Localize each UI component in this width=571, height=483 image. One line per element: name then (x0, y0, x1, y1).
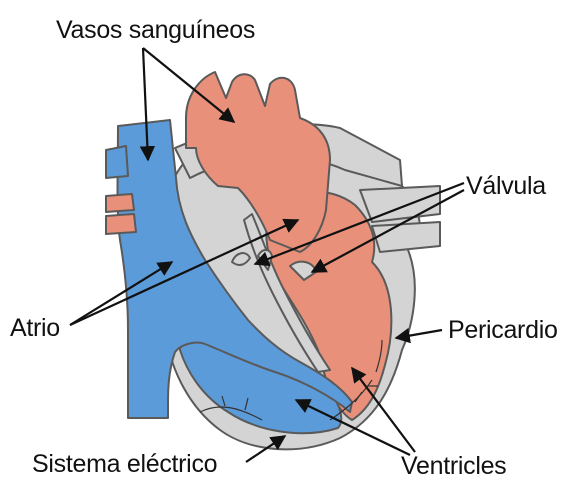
right-vessel-lower (372, 222, 440, 252)
label-ventricles: Ventricles (401, 452, 506, 480)
right-vessel-upper (360, 186, 440, 222)
left-vessel-blue (106, 146, 128, 178)
label-valve: Válvula (466, 172, 546, 200)
label-pericardium: Pericardio (448, 316, 558, 344)
left-vessel-red-2 (106, 214, 136, 234)
left-vessel-red-1 (106, 194, 134, 212)
label-atrium: Atrio (10, 314, 60, 342)
label-blood-vessels: Vasos sanguíneos (56, 16, 255, 44)
label-electrical-system: Sistema eléctrico (32, 450, 217, 478)
